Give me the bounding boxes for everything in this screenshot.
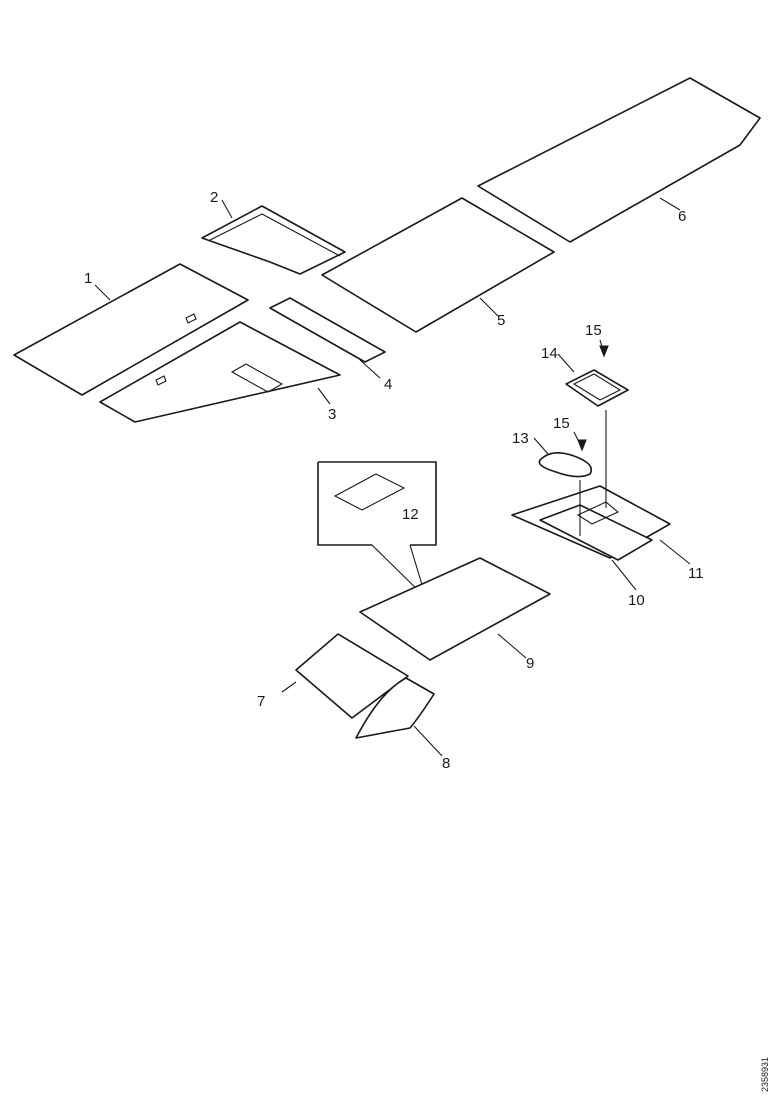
part-4-strip — [269, 297, 386, 363]
part-8-curved-piece — [355, 677, 435, 739]
label-14: 14 — [541, 345, 558, 362]
part-14-square-cap — [565, 369, 629, 407]
label-15-lower: 15 — [553, 415, 570, 432]
part-10-11-assembly — [511, 410, 671, 561]
label-8: 8 — [442, 755, 450, 772]
label-2: 2 — [210, 189, 218, 206]
part-1-left-panel — [13, 263, 249, 396]
reference-code: 2358931 — [760, 1057, 770, 1092]
label-7: 7 — [257, 693, 265, 710]
label-15-top: 15 — [585, 322, 602, 339]
label-5: 5 — [497, 312, 505, 329]
label-13: 13 — [512, 430, 529, 447]
label-6-rear: 6 — [678, 208, 686, 225]
part-2-front-panel — [201, 205, 346, 275]
arrow-15-markers — [577, 345, 609, 452]
leader-lines — [94, 197, 691, 757]
part-5-center-panel — [321, 197, 555, 333]
label-9: 9 — [526, 655, 534, 672]
label-3: 3 — [328, 406, 336, 423]
label-4: 4 — [384, 376, 392, 393]
part-3-tapered-panel — [99, 321, 341, 423]
part-7-lower-panel — [295, 633, 409, 719]
label-1: 1 — [84, 270, 92, 287]
label-10: 10 — [628, 592, 645, 609]
part-12-inset — [317, 461, 437, 599]
label-11: 11 — [688, 565, 704, 582]
part-13-oval-piece — [538, 452, 593, 478]
part-6-rear-panel — [477, 77, 761, 243]
label-12: 12 — [402, 506, 419, 523]
part-9-floor-panel — [359, 557, 551, 661]
